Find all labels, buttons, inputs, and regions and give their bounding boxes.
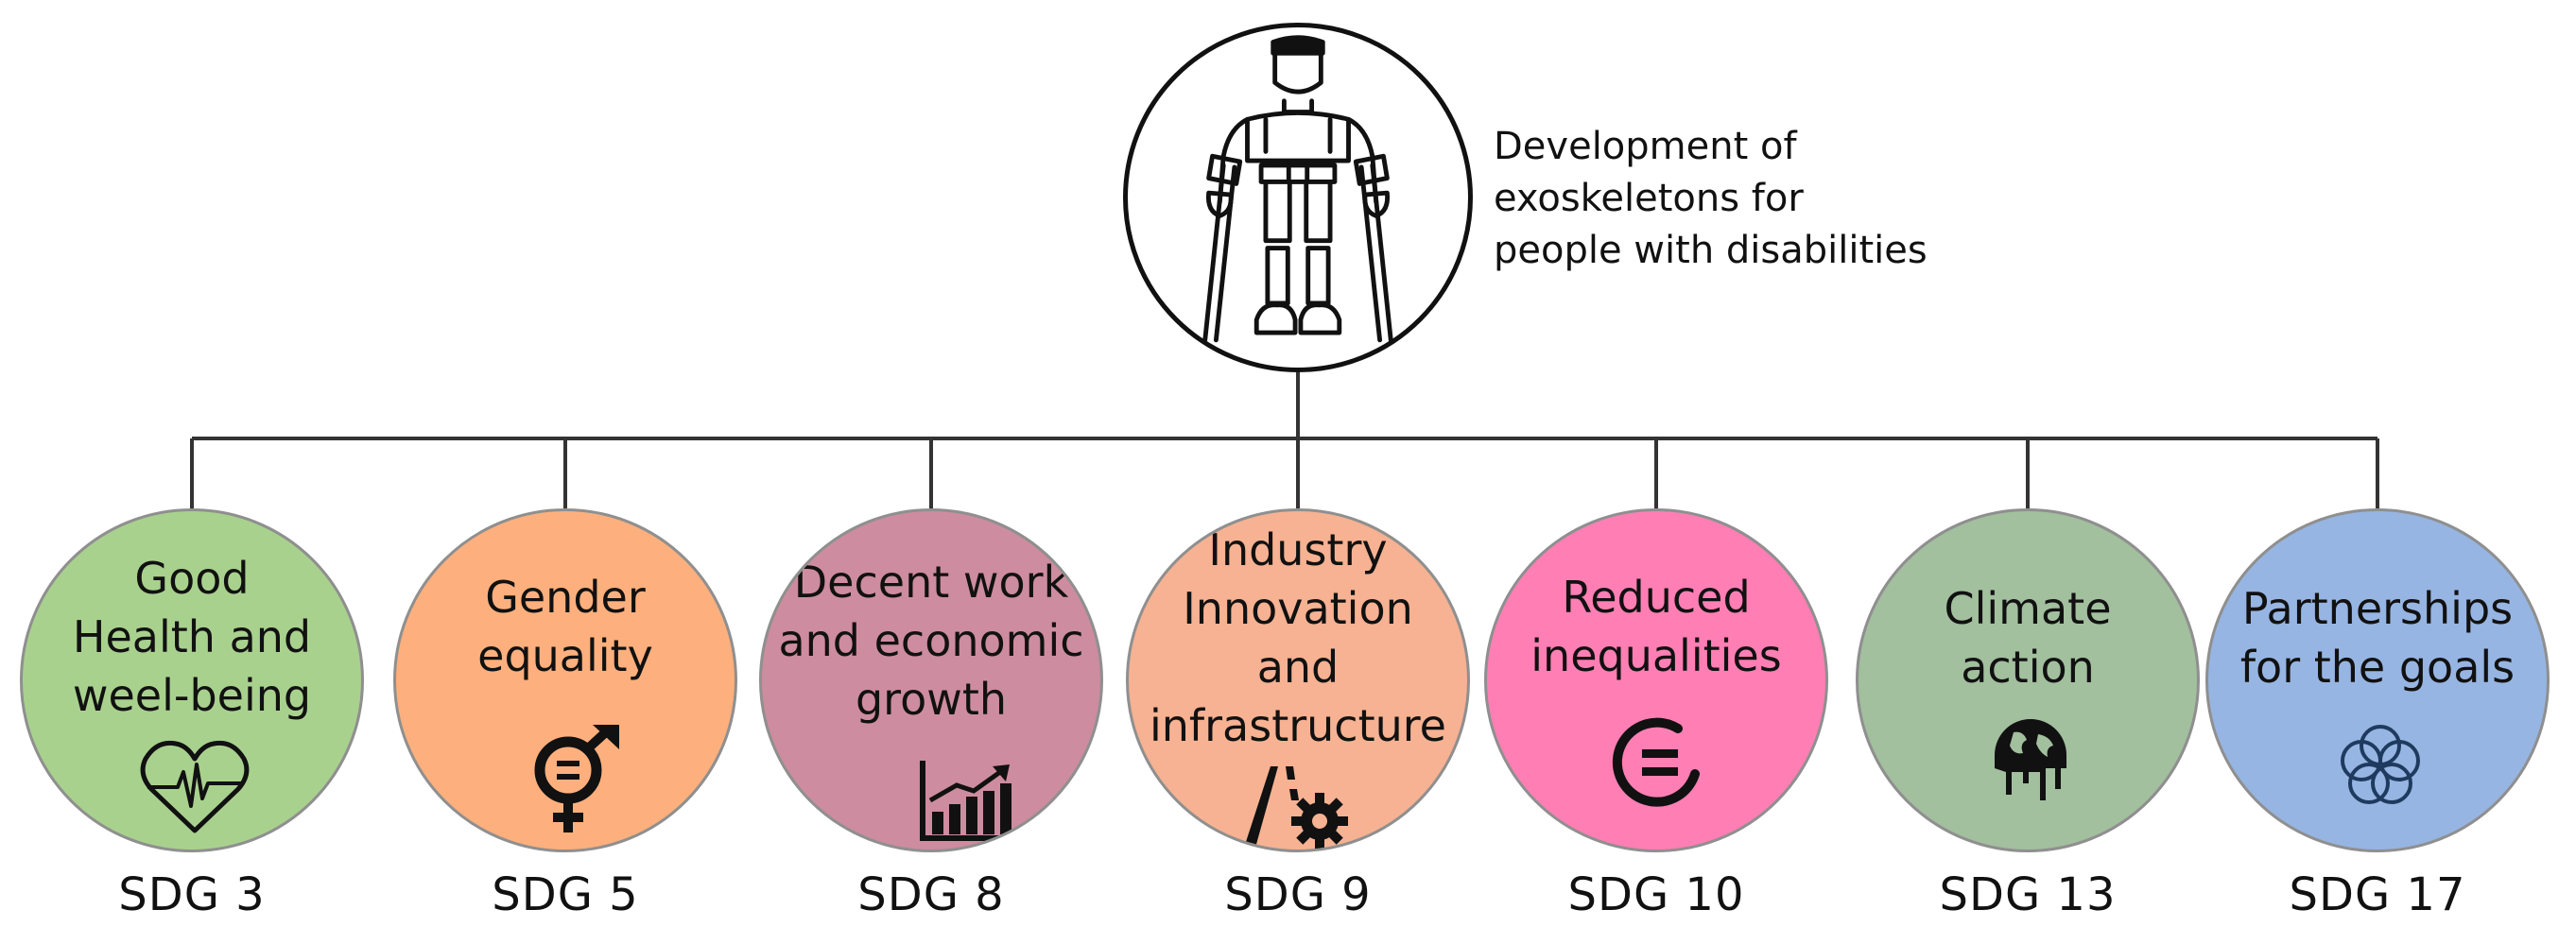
root-label-line: Development of xyxy=(1494,125,1797,168)
melting-globe-icon xyxy=(1995,719,2066,800)
sdg-title: Good Health and weel-being xyxy=(23,549,361,725)
interlocking-rings-icon xyxy=(2341,725,2420,804)
sdg-node-9: Industry Innovation and infrastructure xyxy=(1126,508,1470,852)
sdg-title-line: Climate xyxy=(1944,583,2112,634)
sdg-node-10: Reduced inequalities xyxy=(1484,508,1828,852)
sdg-title-line: Partnerships xyxy=(2241,583,2514,634)
sdg-title-line: and economic xyxy=(778,615,1084,666)
sdg-code-label: SDG 10 xyxy=(1567,868,1745,921)
sdg-title: Climate action xyxy=(1859,579,2197,696)
sdg-code-label: SDG 9 xyxy=(1224,868,1372,921)
sdg-title: Industry Innovation and infrastructure xyxy=(1129,521,1467,755)
sdg-title-line: action xyxy=(1961,642,2095,693)
sdg-node-3: Good Health and weel-being xyxy=(20,508,364,852)
sdg-code-label: SDG 13 xyxy=(1939,868,2117,921)
sdg-title-line: weel-being xyxy=(72,670,312,721)
root-label-line: exoskeletons for xyxy=(1494,177,1804,220)
gender-equality-symbol-icon xyxy=(534,725,619,832)
sdg-code-label: SDG 17 xyxy=(2289,868,2466,921)
heart-heartbeat-icon xyxy=(140,740,250,833)
sdg-title-line: Decent work xyxy=(793,557,1069,608)
sdg-title-line: for the goals xyxy=(2239,642,2515,693)
sdg-title-line: Innovation xyxy=(1183,583,1413,634)
sdg-title-line: Reduced xyxy=(1562,572,1751,623)
sdg-title-line: inequalities xyxy=(1530,630,1782,681)
sdg-title-line: Industry xyxy=(1208,524,1388,575)
sdg-title-line: growth xyxy=(855,674,1008,725)
sdg-node-5: Gender equality xyxy=(393,508,737,852)
sdg-node-8: Decent work and economic growth xyxy=(759,508,1103,852)
sdg-code-label: SDG 8 xyxy=(857,868,1005,921)
person-exoskeleton-crutches-icon xyxy=(1202,35,1393,343)
sdg-title-line: Health and xyxy=(72,611,312,662)
sdg-title-line: infrastructure xyxy=(1150,700,1446,751)
sdg-title-line: Good xyxy=(134,553,250,604)
sdg-title-line: and xyxy=(1256,642,1340,693)
sdg-title: Decent work and economic growth xyxy=(762,553,1100,729)
sdg-title-line: Gender xyxy=(485,572,646,623)
root-node xyxy=(1123,23,1473,372)
sdg-title: Partnerships for the goals xyxy=(2208,579,2547,696)
sdg-node-17: Partnerships for the goals xyxy=(2205,508,2550,852)
sdg-title: Gender equality xyxy=(396,568,735,685)
sdg-code-label: SDG 3 xyxy=(118,868,266,921)
growth-bar-chart-icon xyxy=(920,761,1017,841)
root-label-line: people with disabilities xyxy=(1494,229,1928,272)
sdg-title: Reduced inequalities xyxy=(1487,568,1825,685)
sdg-code-label: SDG 5 xyxy=(492,868,639,921)
root-label: Development of exoskeletons for people w… xyxy=(1494,121,2023,277)
sdg-title-line: equality xyxy=(477,630,653,681)
equals-circle-icon xyxy=(1612,717,1700,807)
sdg-node-13: Climate action xyxy=(1856,508,2200,852)
road-gear-icon xyxy=(1244,766,1348,850)
